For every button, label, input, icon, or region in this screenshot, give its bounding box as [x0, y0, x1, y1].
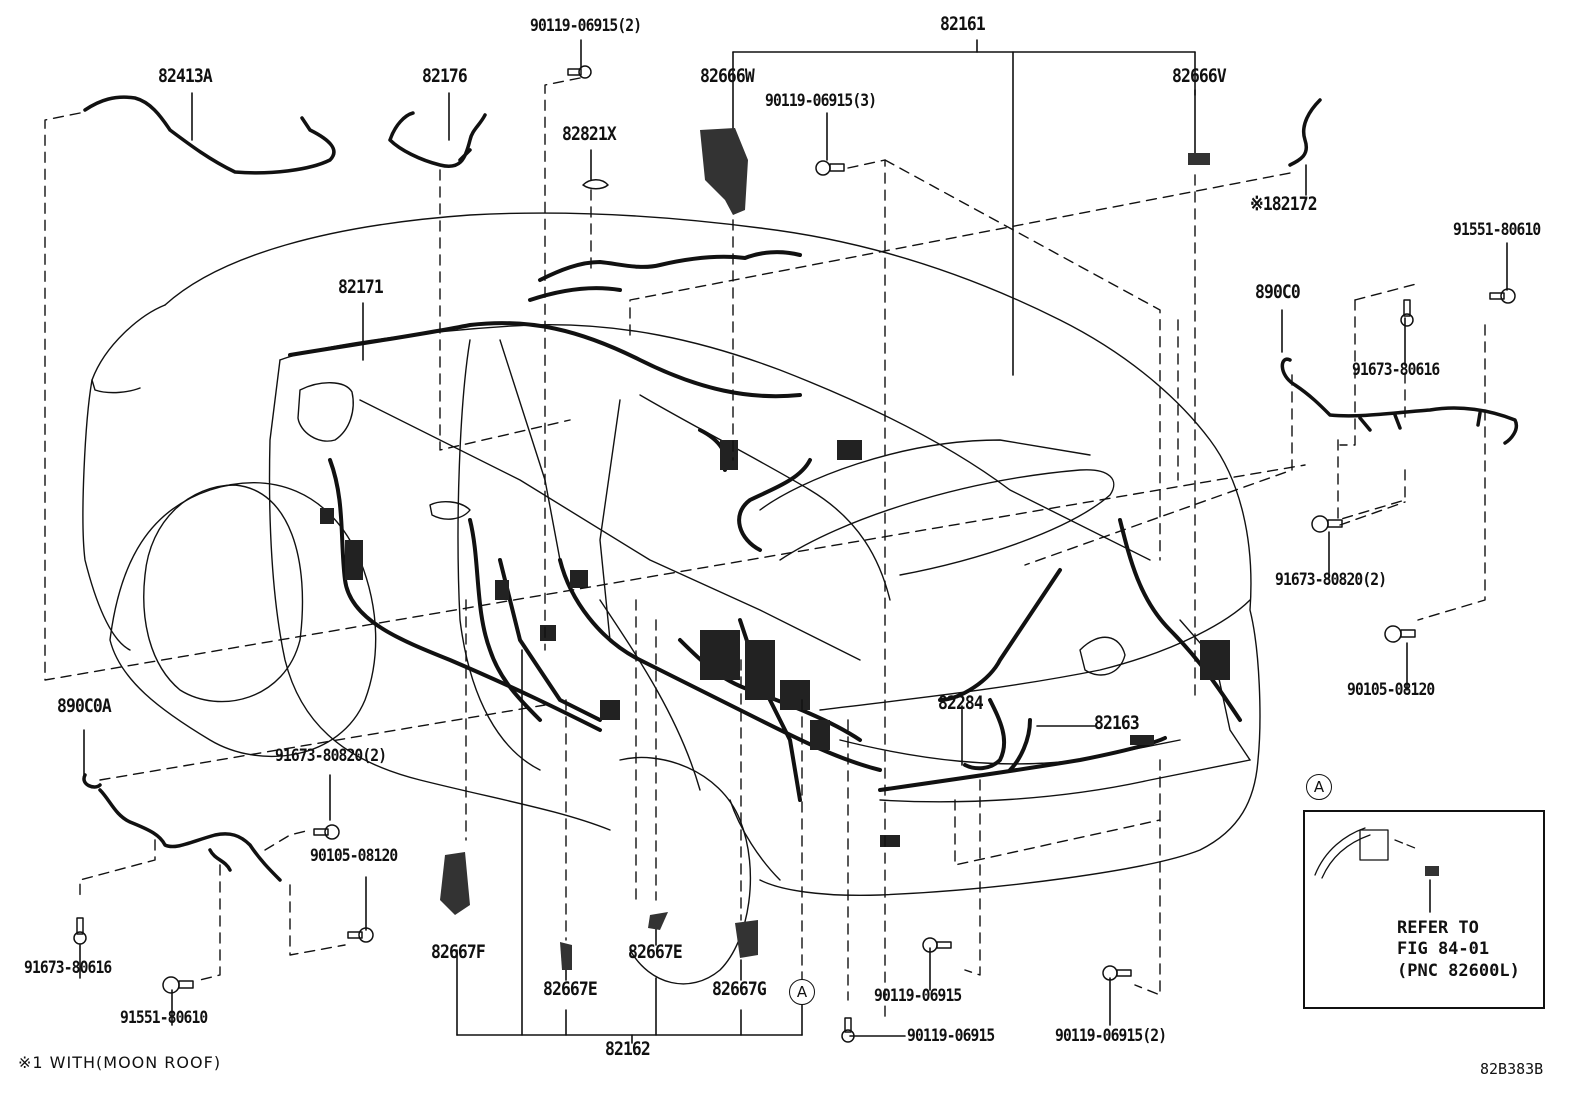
part-label-90119-06915-a[interactable]: 90119-06915 — [874, 986, 962, 1006]
figure-id: 82B383B — [1480, 1060, 1544, 1078]
refer-to-fig-note: REFER TO FIG 84-01 (PNC 82600L) — [1397, 918, 1520, 981]
part-label-82171[interactable]: 82171 — [338, 276, 384, 298]
part-label-890C0A[interactable]: 890C0A — [57, 695, 112, 717]
part-label-82413A[interactable]: 82413A — [158, 65, 213, 87]
callout-a-marker[interactable]: A — [789, 979, 815, 1005]
part-label-91551-80610-left[interactable]: 91551-80610 — [120, 1008, 208, 1028]
part-label-91673-80820-2-left[interactable]: 91673-80820(2) — [275, 746, 387, 766]
part-label-90119-06915-b[interactable]: 90119-06915 — [907, 1026, 995, 1046]
part-label-82163[interactable]: 82163 — [1094, 712, 1140, 734]
part-label-90105-08120-left[interactable]: 90105-08120 — [310, 846, 398, 866]
part-label-90105-08120-right[interactable]: 90105-08120 — [1347, 680, 1435, 700]
callout-a-inset-marker: A — [1306, 774, 1332, 800]
inset-connector-drawing — [1314, 827, 1416, 879]
part-label-82176[interactable]: 82176 — [422, 65, 468, 87]
part-label-82162[interactable]: 82162 — [605, 1038, 651, 1060]
part-label-91673-80616-right[interactable]: 91673-80616 — [1352, 360, 1440, 380]
part-label-91673-80616-left[interactable]: 91673-80616 — [24, 958, 112, 978]
part-label-91673-80820-2-right[interactable]: 91673-80820(2) — [1275, 570, 1387, 590]
part-label-82172[interactable]: ※182172 — [1250, 193, 1318, 215]
part-label-90119-06915-2-top[interactable]: 90119-06915(2) — [530, 16, 642, 36]
loose-harness-parts — [82, 95, 1518, 882]
vehicle-body-outline — [82, 212, 1261, 985]
part-label-82667E-a[interactable]: 82667E — [543, 978, 598, 1000]
dashed-guide-lines — [44, 77, 1486, 1021]
part-label-90119-06915-3[interactable]: 90119-06915(3) — [765, 91, 877, 111]
part-label-82667F[interactable]: 82667F — [431, 941, 486, 963]
part-label-82161[interactable]: 82161 — [940, 13, 986, 35]
part-label-82821X[interactable]: 82821X — [562, 123, 617, 145]
detail-inset-a — [1303, 810, 1545, 1009]
leader-lines — [79, 39, 1508, 1044]
part-label-82284[interactable]: 82284 — [938, 692, 984, 714]
harness-bundles — [288, 250, 1242, 802]
fastener-fills — [440, 128, 1439, 970]
part-label-82667G[interactable]: 82667G — [712, 978, 767, 1000]
footnote-moon-roof: ※1 WITH(MOON ROOF) — [18, 1053, 222, 1072]
part-label-890C0[interactable]: 890C0 — [1255, 281, 1301, 303]
part-label-82667E-b[interactable]: 82667E — [628, 941, 683, 963]
part-label-82666V[interactable]: 82666V — [1172, 65, 1227, 87]
part-label-90119-06915-2-bottom[interactable]: 90119-06915(2) — [1055, 1026, 1167, 1046]
part-label-82666W[interactable]: 82666W — [700, 65, 755, 87]
part-label-91551-80610-right[interactable]: 91551-80610 — [1453, 220, 1541, 240]
fastener-glyphs — [73, 65, 1516, 1043]
